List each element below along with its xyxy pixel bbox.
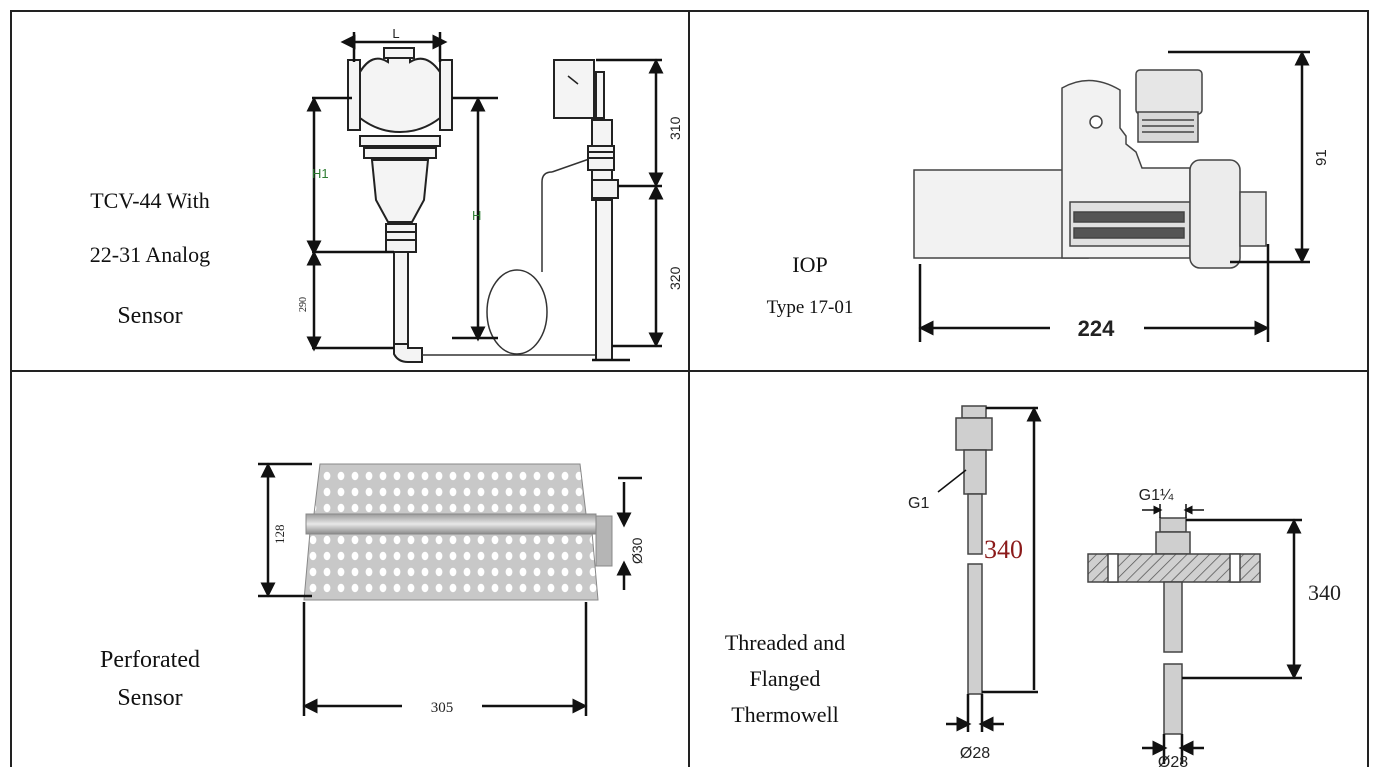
dim-340-threaded: 340 <box>984 535 1023 564</box>
dim-H1: H1 <box>312 166 329 181</box>
dim-d28-threaded: Ø28 <box>960 745 990 762</box>
table-border-right <box>1367 10 1369 767</box>
dim-g1-quarter: G1¼ <box>1139 487 1174 504</box>
dim-d28-flanged: Ø28 <box>1158 754 1188 767</box>
dim-128: 128 <box>272 525 287 545</box>
cell-tcv44: TCV-44 With 22-31 Analog Sensor <box>12 12 688 370</box>
iop-diagram: 91 224 <box>913 50 1330 342</box>
thermowell-label-line2: Flanged <box>749 666 821 691</box>
dim-g1: G1 <box>908 495 929 512</box>
thermowell-label-line3: Thermowell <box>731 702 839 727</box>
cell-iop: IOP Type 17-01 <box>690 12 1367 370</box>
dim-L: L <box>392 26 399 41</box>
dim-320: 320 <box>667 266 683 290</box>
valve-body <box>347 47 453 363</box>
analog-sensor <box>553 59 619 361</box>
dim-H: H <box>472 208 481 223</box>
dim-224: 224 <box>1078 316 1115 341</box>
tcv-label-line2: 22-31 Analog <box>89 242 211 267</box>
dim-d30: Ø30 <box>629 537 645 564</box>
dim-91: 91 <box>1313 149 1330 166</box>
perforated-label-line1: Perforated <box>100 647 200 673</box>
iop-label-line2: Type 17-01 <box>766 297 854 318</box>
table-border-middle-v <box>688 10 690 767</box>
dim-290: 290 <box>298 297 309 312</box>
iop-label-line1: IOP <box>792 252 828 277</box>
thermowell-label-line1: Threaded and <box>724 630 846 655</box>
thermowell-diagram: G1 G1¼ 340 340 Ø28 Ø28 <box>908 405 1341 767</box>
perforated-sleeve <box>303 463 613 601</box>
threaded-thermowell <box>955 405 993 695</box>
perforated-diagram: 128 Ø30 305 <box>258 462 645 716</box>
tcv-label-line3: Sensor <box>117 303 183 329</box>
dim-340-flanged: 340 <box>1308 580 1341 605</box>
tcv44-diagram: L H1 H 290 310 320 <box>298 26 683 363</box>
perforated-label-line2: Sensor <box>117 685 183 711</box>
tcv-label-line1: TCV-44 With <box>90 188 210 213</box>
cell-perforated: Perforated Sensor <box>12 372 688 767</box>
dim-305: 305 <box>431 700 454 716</box>
flanged-thermowell <box>1087 517 1261 735</box>
cell-thermowell: Threaded and Flanged Thermowell <box>690 372 1367 767</box>
iop-body <box>913 69 1267 269</box>
table-border-left <box>10 10 12 767</box>
dim-310: 310 <box>667 116 683 140</box>
